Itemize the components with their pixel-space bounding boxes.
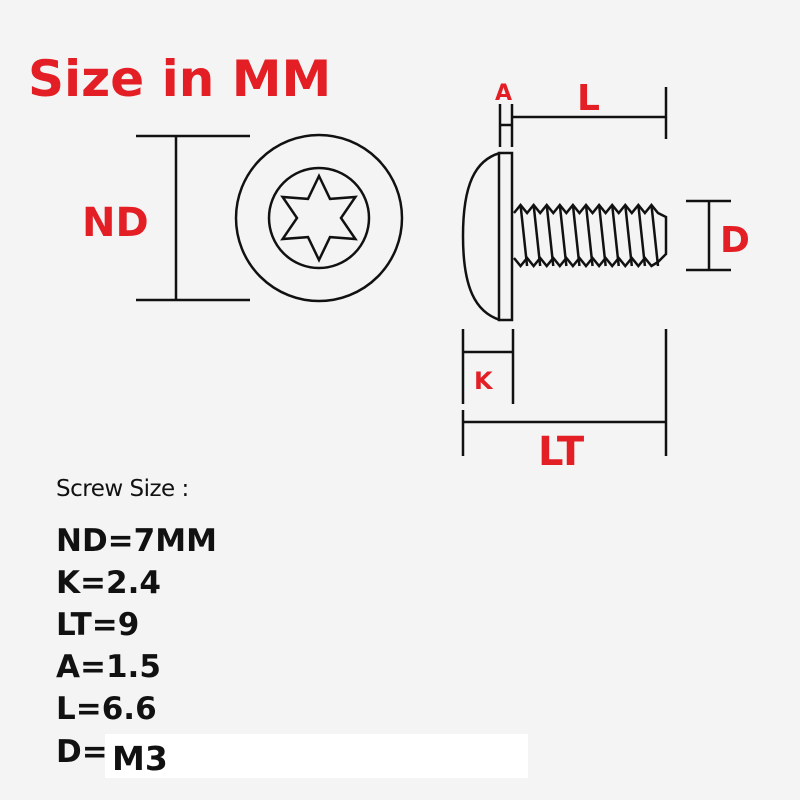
- k-label: K: [474, 367, 494, 395]
- l-label: L: [577, 78, 600, 119]
- screw-side-view: [461, 151, 668, 322]
- lt-label: LT: [538, 429, 585, 475]
- spec-nd: ND=7MM: [56, 523, 217, 559]
- d-value: M3: [112, 739, 168, 778]
- spec-k: K=2.4: [56, 565, 161, 601]
- nd-label: ND: [82, 200, 149, 246]
- specs-heading: Screw Size :: [56, 476, 189, 502]
- d-value-box: [105, 734, 528, 778]
- a-l-dimension: [498, 87, 668, 147]
- spec-a: A=1.5: [56, 649, 161, 685]
- screw-head-top-view: [234, 133, 404, 303]
- a-label: A: [495, 81, 512, 106]
- lt-dimension: [461, 329, 668, 456]
- thread-line: [519, 204, 529, 267]
- torx-star-icon: [280, 173, 358, 263]
- thread-line: [584, 204, 594, 267]
- thread-line: [571, 204, 581, 267]
- thread-line: [545, 204, 555, 267]
- thread-line: [610, 204, 620, 267]
- nd-dimension: [136, 134, 250, 302]
- thread-line: [624, 204, 634, 267]
- thread-line: [637, 204, 647, 267]
- title: Size in MM: [28, 50, 331, 108]
- k-dimension: [461, 329, 515, 404]
- d-label: D: [720, 220, 750, 261]
- thread-line: [532, 204, 542, 267]
- thread-line: [650, 204, 660, 267]
- spec-l: L=6.6: [56, 691, 157, 727]
- thread-line: [597, 204, 607, 267]
- spec-lt: LT=9: [56, 607, 140, 643]
- thread-line: [558, 204, 568, 267]
- spec-d: D=: [56, 734, 108, 770]
- d-dimension: [686, 199, 731, 272]
